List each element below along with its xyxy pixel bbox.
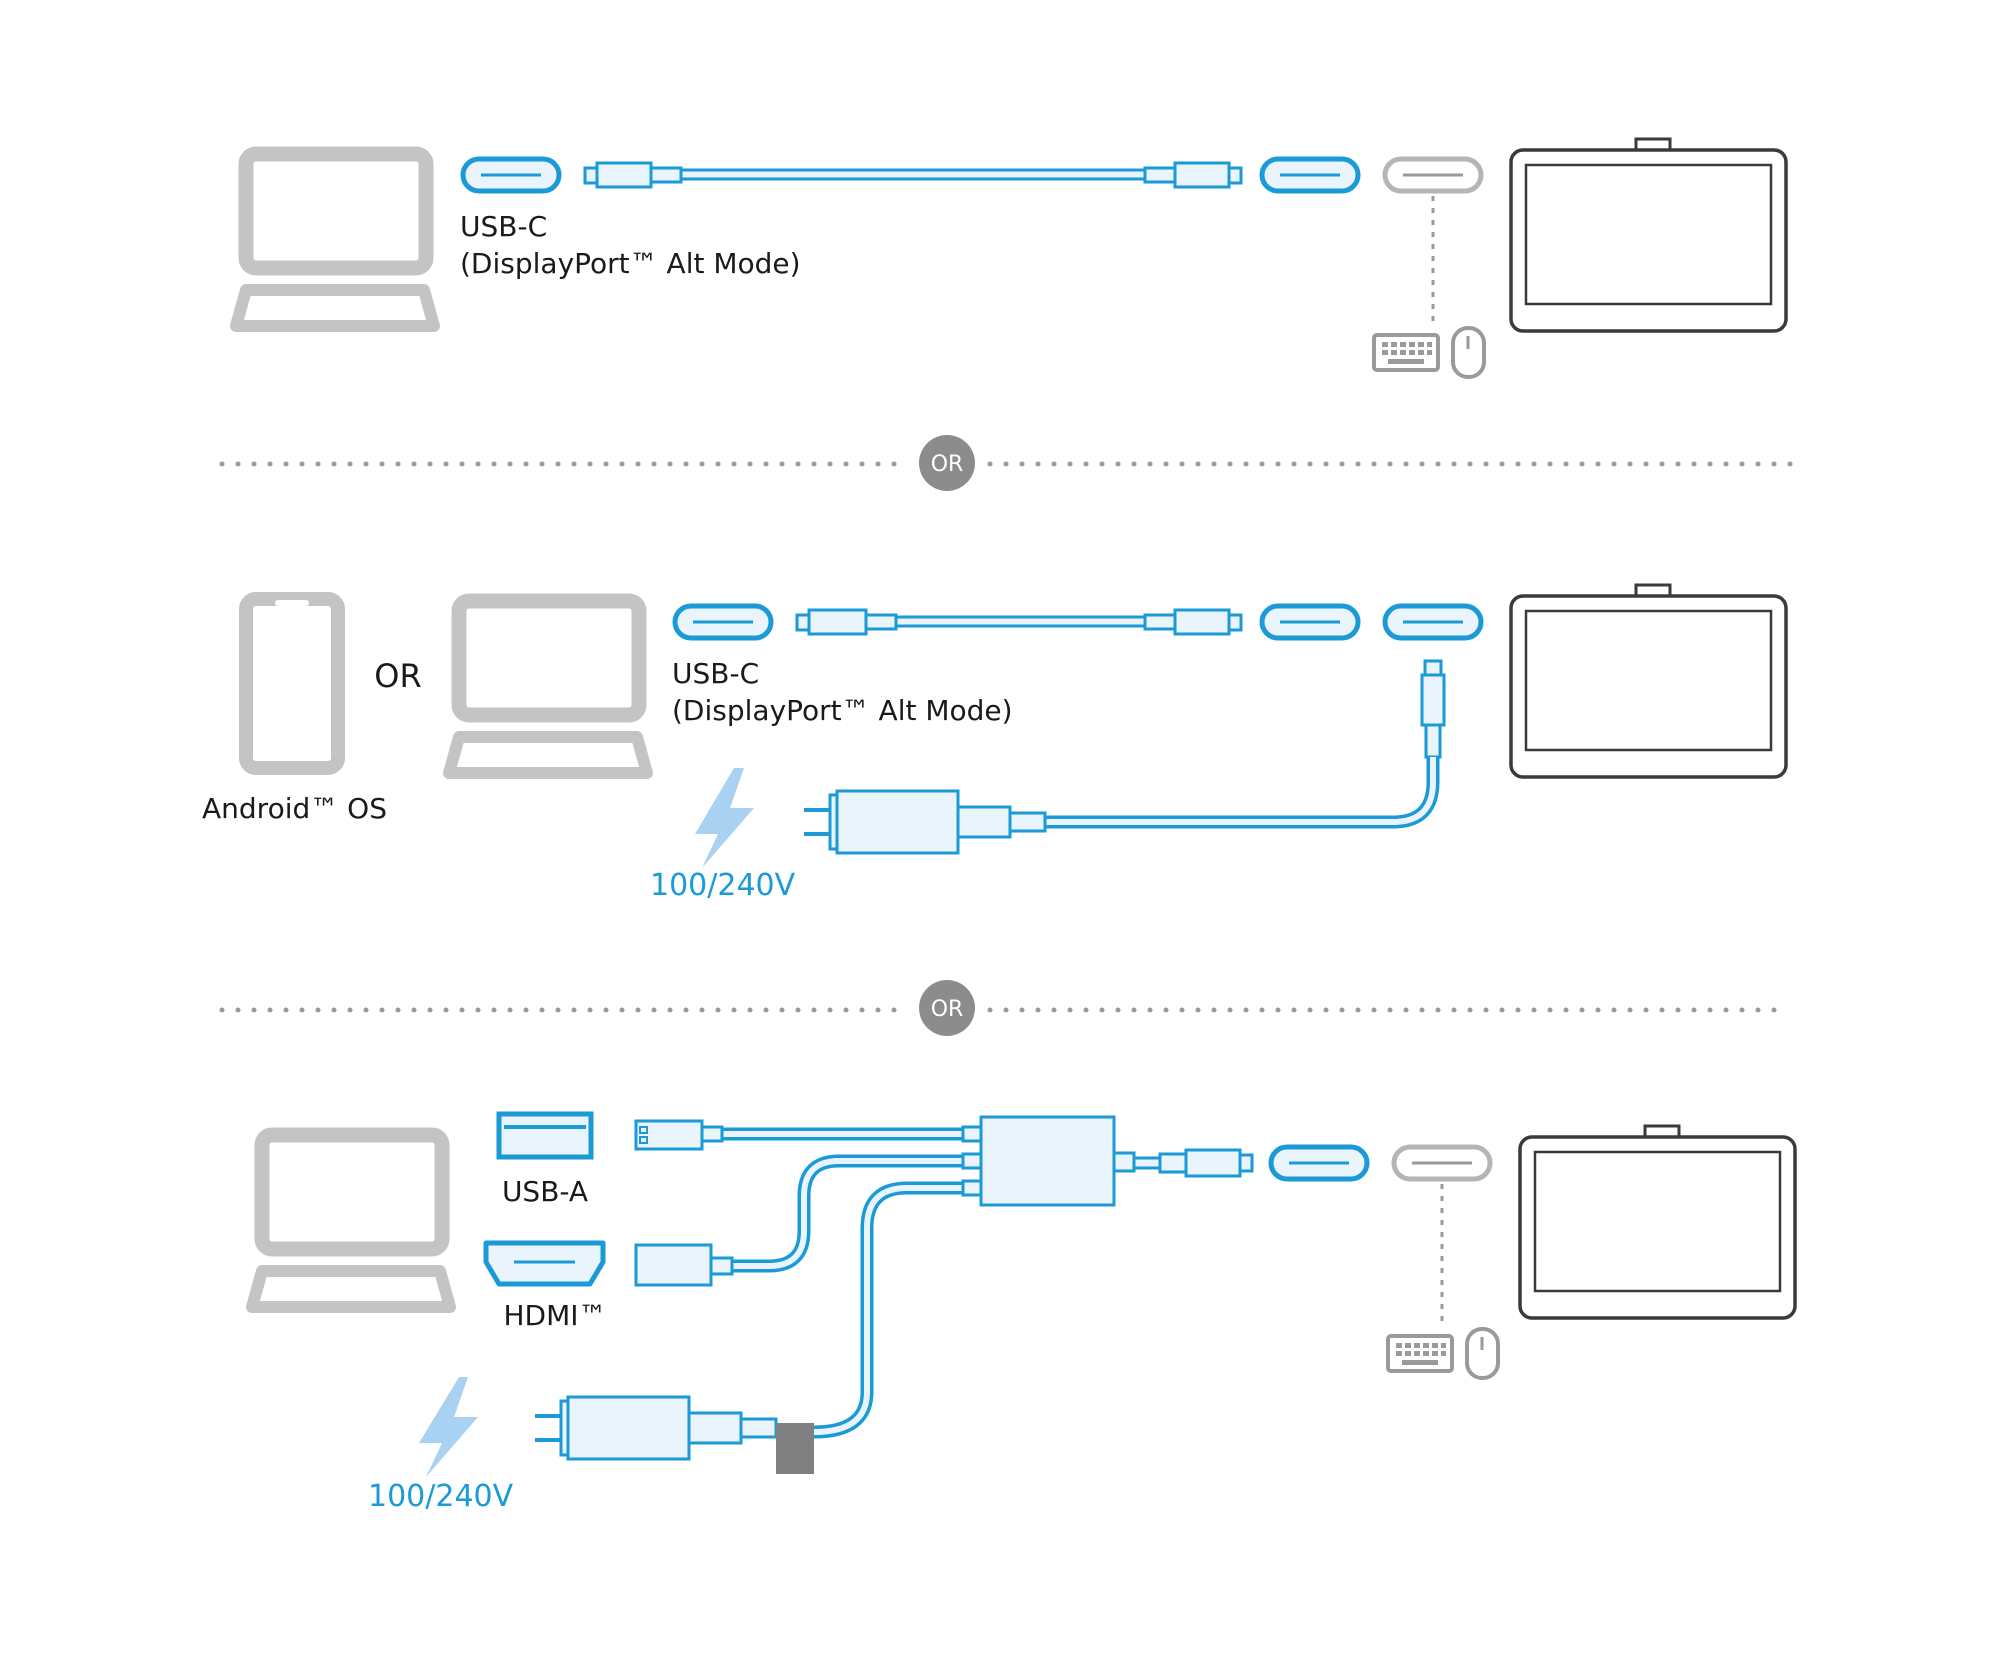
- phone-icon: [239, 592, 345, 775]
- converter-box-icon: [979, 1115, 1116, 1207]
- divider-1: OR: [219, 435, 1799, 491]
- power-cable: [813, 1179, 983, 1439]
- power-voltage-label: 100/240V: [368, 1479, 514, 1514]
- keyboard-icon: [1386, 1334, 1454, 1373]
- section-2: OR Android™ OS USB-C (DisplayPort™ Alt M…: [202, 583, 1788, 903]
- pen-display-icon: [1509, 583, 1788, 779]
- mouse-icon: [1451, 326, 1486, 379]
- usbc-label: USB-C: [672, 657, 759, 690]
- or-badge: [919, 980, 975, 1036]
- hdmi-port-icon: [483, 1240, 606, 1287]
- section-3: USB-A HDMI™: [246, 1111, 1797, 1514]
- laptop-icon: [230, 146, 440, 332]
- power-cable: [1045, 659, 1446, 829]
- section-1: USB-C (DisplayPort™ Alt Mode): [230, 137, 1788, 379]
- usba-label: USB-A: [502, 1175, 588, 1208]
- divider-2: OR: [219, 980, 1781, 1036]
- hdmi-label: HDMI™: [503, 1299, 606, 1332]
- laptop-icon: [443, 593, 653, 779]
- keyboard-icon: [1372, 333, 1440, 372]
- usba-cable: [634, 1119, 983, 1151]
- or-badge-text: OR: [931, 452, 964, 477]
- usbc-sublabel: (DisplayPort™ Alt Mode): [672, 694, 1013, 727]
- or-badge: [919, 435, 975, 491]
- usbc-cable: [1112, 1148, 1254, 1178]
- laptop-icon: [246, 1127, 456, 1313]
- pen-display-icon: [1518, 1124, 1797, 1320]
- hdmi-cable: [634, 1152, 983, 1287]
- lightning-bolt-icon: [695, 768, 754, 868]
- power-adapter-icon: [804, 789, 1047, 855]
- pen-display-icon: [1509, 137, 1788, 333]
- usba-port-icon: [496, 1111, 594, 1160]
- or-badge-text: OR: [931, 997, 964, 1022]
- power-voltage-label: 100/240V: [650, 868, 796, 903]
- lightning-bolt-icon: [419, 1377, 478, 1477]
- android-label: Android™ OS: [202, 792, 387, 825]
- usbc-label: USB-C: [460, 210, 547, 243]
- mouse-icon: [1465, 1327, 1500, 1380]
- usbc-cable: [795, 608, 1243, 636]
- usbc-sublabel: (DisplayPort™ Alt Mode): [460, 247, 801, 280]
- usbc-cable: [583, 161, 1243, 189]
- device-or-label: OR: [374, 657, 421, 695]
- power-adapter-icon: [535, 1395, 814, 1474]
- plug-adapter-gray: [776, 1423, 814, 1474]
